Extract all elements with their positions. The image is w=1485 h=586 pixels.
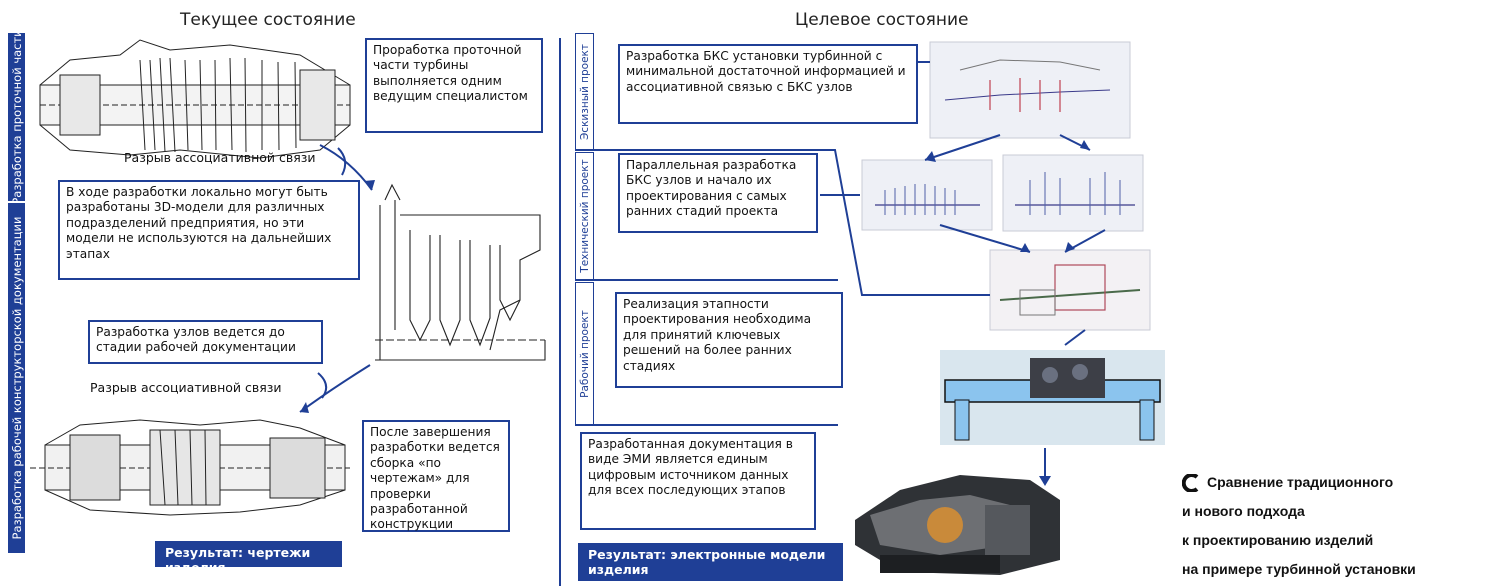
left-box-local-models: В ходе разработки локально могут быть ра… [58,180,360,280]
assembly-model-image [989,249,1151,331]
right-result: Результат: электронные модели изделия [578,543,843,581]
left-title: Текущее состояние [180,10,356,30]
left-box-flowpath: Проработка проточной части турбины выпол… [365,38,543,133]
left-arrow-2 [299,364,371,413]
turbine-render-image [855,475,1060,575]
break-mark-1 [337,147,347,176]
figure-caption: Сравнение традиционного и нового подхода… [1182,468,1416,584]
left-box-nodes: Разработка узлов ведется до стадии рабоч… [88,320,323,364]
right-box-bks: Разработка БКС установки турбинной с мин… [618,44,918,124]
stage-working-label: Рабочий проект [578,309,591,398]
turbine-drawing-assembly [30,419,350,516]
sketch-model-image [929,41,1131,139]
left-bar-flowpath: Разработка проточной части [8,29,25,205]
right-box-emi: Разработанная документация в виде ЭМИ яв… [580,432,816,530]
stage-technical-label: Технический проект [578,159,591,273]
stage-sketch-label: Эскизный проект [578,43,591,140]
left-bar-flowpath-label: Разработка проточной части [9,29,24,205]
left-break-label-2: Разрыв ассоциативной связи [90,380,282,395]
left-box-assembly: После завершения разработки ведется сбор… [362,420,510,532]
right-title: Целевое состояние [795,10,969,30]
stage-working: Рабочий проект [575,282,594,425]
node-model-left-image [861,159,993,231]
caption-line-4: на примере турбинной установки [1182,561,1416,577]
caption-line-3: к проектированию изделий [1182,532,1374,548]
stage-sketch: Эскизный проект [575,33,594,150]
turbine-drawing-section [375,183,546,361]
right-arrowheads [925,140,1090,486]
break-mark-2 [317,372,328,399]
caption-line-1: Сравнение традиционного [1207,474,1394,490]
left-bar-documentation: Разработка рабочей конструкторской докум… [8,203,25,553]
stage-technical: Технический проект [575,152,594,280]
caption-line-2: и нового подхода [1182,503,1305,519]
frame-3d-model-image [940,350,1165,445]
right-box-staging: Реализация этапности проектирования необ… [615,292,843,388]
left-bar-documentation-label: Разработка рабочей конструкторской докум… [9,216,24,540]
caption-marker-icon [1182,473,1199,492]
turbine-drawing-flowpath [39,39,351,159]
left-break-label-1: Разрыв ассоциативной связи [124,150,316,165]
right-box-parallel: Параллельная разработка БКС узлов и нача… [618,153,818,233]
node-model-right-image [1002,154,1144,232]
left-result: Результат: чертежи изделия [155,541,342,575]
